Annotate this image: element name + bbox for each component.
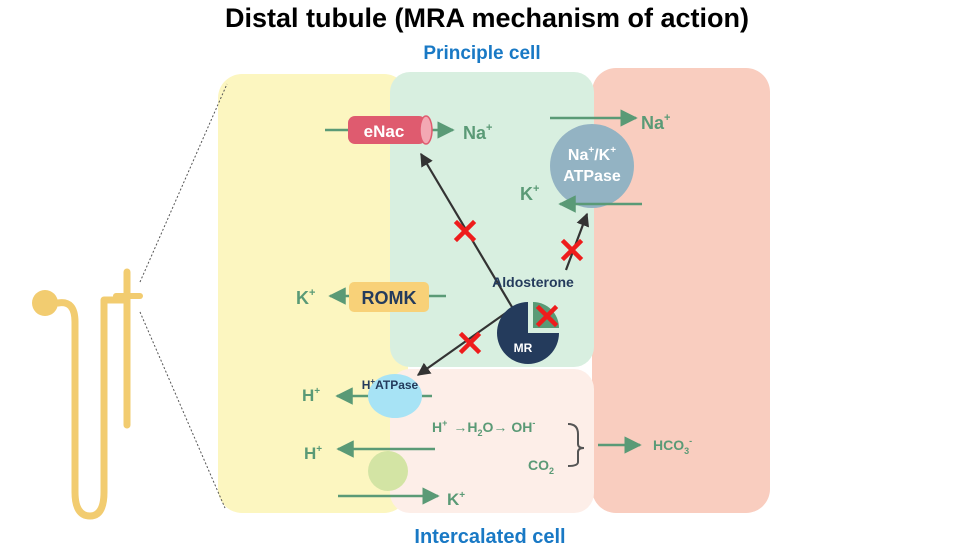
romk-k-ion: K+ xyxy=(296,287,315,308)
exchanger-h-ion: H+ xyxy=(304,444,322,463)
reaction-equation: H+→H2O→ OH- xyxy=(432,418,535,438)
block-x-icon xyxy=(453,219,477,243)
enac-na-ion: Na+ xyxy=(463,122,492,143)
nephron-icon xyxy=(32,268,143,520)
h-k-exchanger xyxy=(368,451,408,491)
pump-na-ion: Na+ xyxy=(641,112,670,133)
pump-label-line2: ATPase xyxy=(563,168,621,185)
hco3-label: HCO3- xyxy=(653,436,692,456)
romk-label: ROMK xyxy=(362,288,417,308)
intercalated-cell-region xyxy=(390,369,594,513)
na-k-atpase-pump xyxy=(550,124,634,208)
intercalated-cell-label: Intercalated cell xyxy=(414,526,565,548)
h-atpase-label: H+ATPase xyxy=(362,377,419,392)
zoom-guide-top xyxy=(139,83,228,283)
signal-arrow-to-pump xyxy=(564,212,590,271)
aldosterone-label: Aldosterone xyxy=(492,274,574,290)
zoom-guide-bottom xyxy=(139,311,226,509)
enac-label: eNac xyxy=(364,122,405,141)
romk-channel: ROMK xyxy=(349,282,429,312)
enac-channel: eNac xyxy=(348,115,433,145)
mr-label: MR xyxy=(514,341,533,355)
exchanger-k-ion: K+ xyxy=(447,490,465,509)
principal-cell-region xyxy=(390,72,594,367)
diagram-title: Distal tubule (MRA mechanism of action) xyxy=(225,3,749,33)
signal-arrow-to-h-atpase xyxy=(416,309,511,376)
block-x-icon xyxy=(535,304,559,328)
h-atpase-pump xyxy=(368,374,422,418)
h-atpase-h-ion: H+ xyxy=(302,386,320,405)
co2-label: CO2 xyxy=(528,457,554,476)
block-x-icon xyxy=(458,331,482,355)
pump-label-line1: Na+/K+ xyxy=(568,145,616,164)
reaction-bracket xyxy=(567,423,585,467)
pump-k-ion: K+ xyxy=(520,183,539,204)
lumen-region xyxy=(218,74,408,513)
interstitium-region xyxy=(592,68,770,513)
principle-cell-label: Principle cell xyxy=(423,43,540,64)
block-x-icon xyxy=(560,238,584,262)
